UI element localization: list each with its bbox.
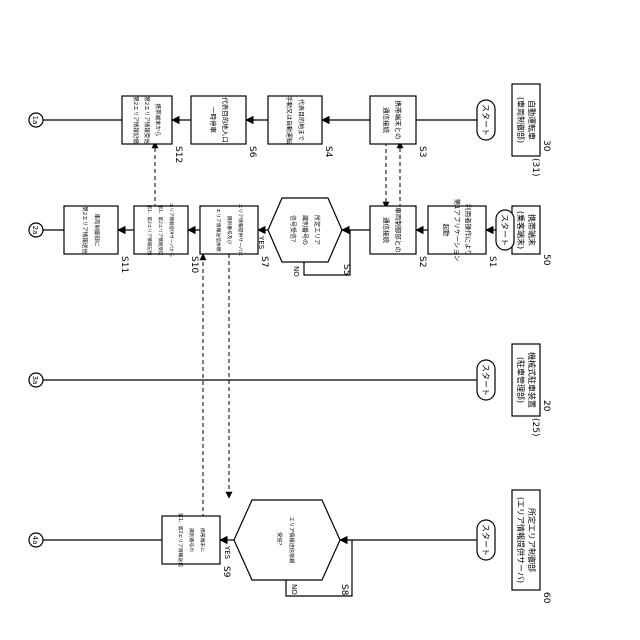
start-vehicle: スタート (477, 100, 495, 140)
header-vehicle: 自動運転車 (車両制御部) 30 (31) (512, 84, 551, 176)
start-server: スタート (477, 520, 495, 560)
ref-mobile-top: 50 (541, 254, 551, 266)
step-s4-line-2: 手動又は自動運転 (285, 96, 293, 144)
ref-vehicle-top: 30 (541, 140, 551, 152)
connector-3a: 3a (29, 373, 43, 387)
decision-s5-line-2: 識別番号の (301, 215, 309, 245)
step-s6-line-1: 代表目的地入口 (221, 97, 230, 143)
decision-s8-no: NO (290, 584, 298, 595)
decision-s5-id: S5 (341, 264, 351, 275)
start-mobile-label: スタート (500, 214, 509, 246)
decision-s8-yes: YES (223, 545, 231, 560)
step-s6-line-2: 一時停車 (209, 107, 218, 134)
step-s4: 代表目的地まで 手動又は自動運転 S4 (268, 96, 333, 158)
header-vehicle-line-1: 自動運転車 (527, 100, 537, 140)
header-vehicle-line-2: (車両制御部) (516, 97, 526, 143)
step-s1: 利用者操作により 第1アプリケーション 起動 S1 (428, 199, 497, 268)
header-parking-line-2: (駐車管理部) (516, 357, 526, 403)
step-s1-line-2: 第1アプリケーション (453, 199, 462, 262)
decision-s5-no: NO (292, 266, 300, 277)
decision-s8-id: S8 (339, 584, 349, 596)
step-s6: 代表目的地入口 一時停車 S6 (191, 96, 257, 158)
end-connectors: 1a 2a 3a 4a (29, 113, 43, 547)
decision-s5-line-1: 所定エリア (313, 215, 321, 245)
step-s2-line-1: 車両制御部との (394, 207, 403, 252)
step-s6-id: S6 (247, 146, 257, 158)
connector-1a-label: 1a (31, 116, 39, 125)
connector-3a-label: 3a (31, 376, 39, 385)
step-s7-id: S7 (259, 256, 269, 267)
start-parking-label: スタート (481, 364, 490, 396)
start-vehicle-label: スタート (481, 104, 490, 136)
step-s11: 車両制御部に 第2エリア情報送信 S11 (64, 206, 129, 273)
decision-s5-line-3: 信号受信？ (289, 215, 297, 245)
step-s10-id: S10 (189, 256, 199, 273)
step-s9-id: S9 (221, 566, 231, 578)
step-s1-line-3: 起動 (442, 224, 451, 238)
lane-headers: 自動運転車 (車両制御部) 30 (31) 携帯端末 (乗客端末) 50 機械式… (512, 84, 551, 604)
decision-s5-yes: YES (257, 235, 265, 250)
step-s11-id: S11 (119, 256, 129, 273)
connector-2a: 2a (29, 223, 43, 237)
step-s2: 車両制御部との 通信接続 S2 (370, 206, 427, 267)
ref-server-top: 60 (541, 592, 551, 604)
start-terminals: スタート スタート スタート スタート (477, 100, 514, 560)
step-s3-id: S3 (417, 146, 427, 157)
header-mobile: 携帯端末 (乗客端末) 50 (512, 206, 551, 266)
header-mobile-line-2: (乗客端末) (516, 211, 526, 249)
step-s1-id: S1 (487, 256, 497, 267)
comm-lines (155, 142, 400, 518)
header-parking-line-1: 機械式駐車装置 (527, 352, 537, 408)
step-s12-id: S12 (173, 146, 183, 163)
header-server-line-1: 所定エリア制御部 (527, 508, 537, 572)
step-s9: 携帯端末に 識別番号の 第1、第2エリア情報送信 S9 (162, 513, 231, 578)
step-s1-line-1: 利用者操作により (464, 204, 473, 256)
start-server-label: スタート (481, 524, 490, 556)
header-server-line-2: (エリア情報提供サーバ) (516, 497, 526, 583)
step-s12: 携帯端末から 第2エリア情報受信 第2エリア情報記憶 S12 (122, 96, 183, 163)
connector-1a: 1a (29, 113, 43, 127)
ref-parking-top: 20 (541, 400, 551, 412)
step-s4-line-1: 代表目的地まで (297, 99, 305, 141)
step-s2-line-2: 通信接続 (382, 217, 391, 244)
step-s3: 携帯端末との 通信接続 S3 (370, 96, 427, 157)
step-s4-id: S4 (323, 146, 333, 158)
header-parking: 機械式駐車装置 (駐車管理部) 20 (25) (512, 344, 551, 436)
header-mobile-line-1: 携帯端末 (527, 214, 537, 246)
step-s3-line-1: 携帯端末との (394, 101, 403, 140)
step-s10: エリア情報提供サーバから 第1、第2エリア情報受信 第1、第2エリア情報記憶 S… (134, 203, 199, 273)
ref-vehicle-bottom: (31) (530, 158, 540, 176)
connector-4a: 4a (29, 533, 43, 547)
step-s3-line-2: 通信接続 (382, 107, 391, 134)
connector-4a-label: 4a (31, 536, 39, 545)
decisions: 所定エリア 識別番号の 信号受信？ S5 YES NO エリア情報送信依頼 受信… (223, 198, 351, 596)
start-parking: スタート (477, 360, 495, 400)
step-s2-id: S2 (417, 256, 427, 267)
ref-parking-bottom: (25) (530, 418, 540, 436)
connector-2a-label: 2a (31, 226, 39, 235)
header-server: 所定エリア制御部 (エリア情報提供サーバ) 60 (512, 490, 551, 604)
start-mobile: スタート (496, 210, 514, 250)
